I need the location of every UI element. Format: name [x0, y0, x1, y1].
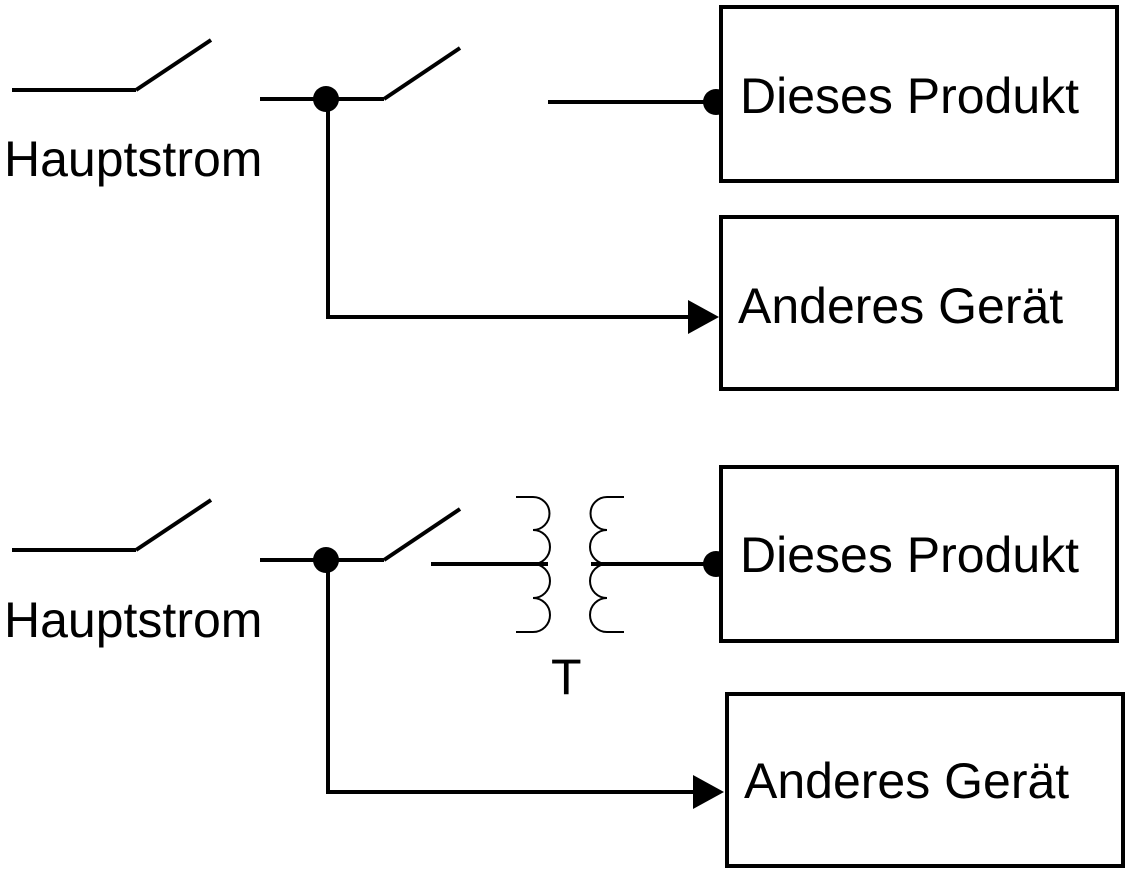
other-device-box — [725, 692, 1125, 868]
main-power-label: Hauptstrom — [4, 131, 262, 187]
product-box — [719, 465, 1119, 643]
other-device-label: Anderes Gerät — [738, 278, 1063, 334]
other-device-box — [719, 215, 1119, 391]
other-device-label: Anderes Gerät — [744, 753, 1069, 809]
main-power-switch — [12, 498, 213, 552]
diagram-direct-connection: Hauptstrom Dieses Produkt Anderes Gerät — [4, 5, 1119, 391]
product-label: Dieses Produkt — [740, 527, 1079, 583]
branch-arrowhead — [693, 775, 724, 809]
diagram-transformer-connection: Hauptstrom T Dieses Produkt Anderes Gerä… — [4, 465, 1125, 868]
main-power-switch — [12, 38, 213, 92]
main-power-label: Hauptstrom — [4, 592, 262, 648]
branch-wire — [326, 560, 694, 794]
product-switch — [260, 46, 462, 101]
transformer-label: T — [551, 649, 582, 705]
product-box — [719, 5, 1119, 183]
product-switch — [260, 507, 462, 562]
product-label: Dieses Produkt — [740, 68, 1079, 124]
branch-wire — [326, 99, 690, 319]
branch-arrowhead — [688, 300, 719, 334]
